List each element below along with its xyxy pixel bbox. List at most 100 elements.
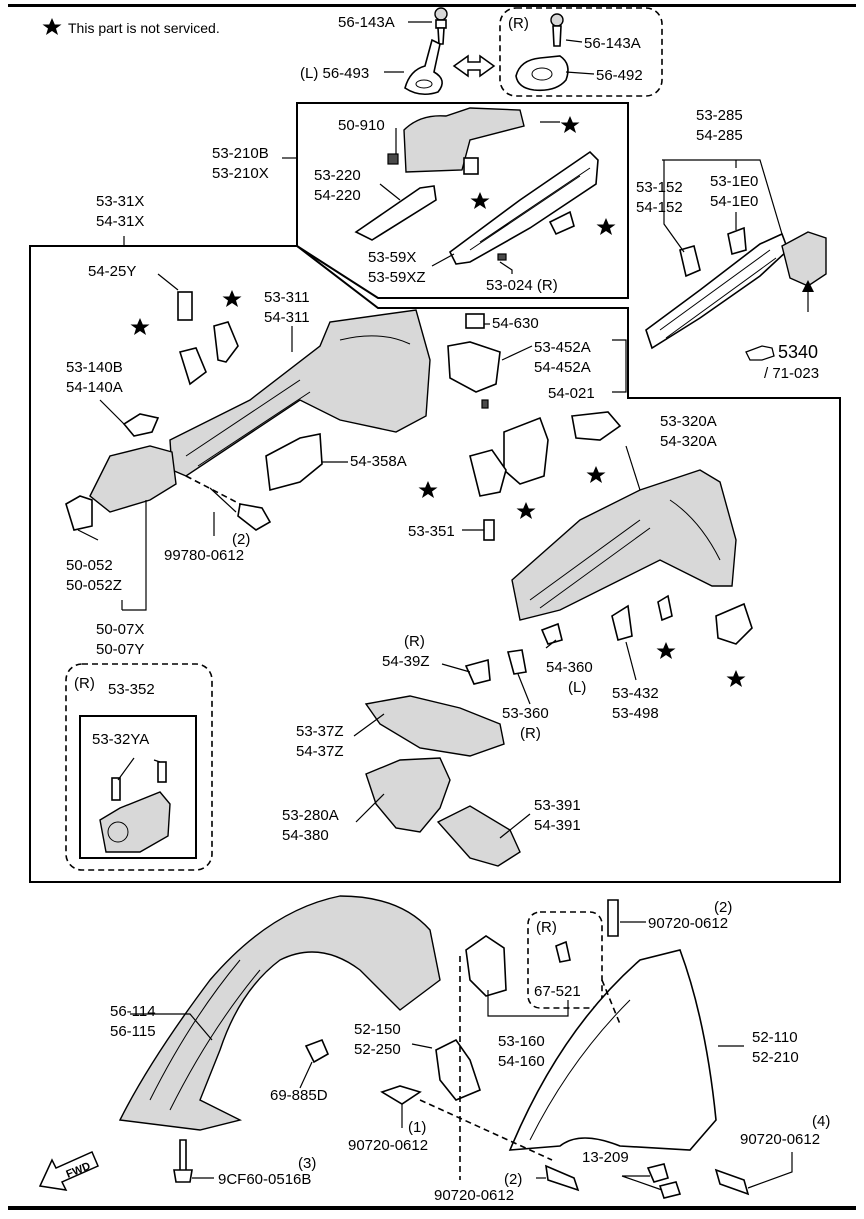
label-qty-2: (2) [232, 531, 250, 548]
bracket-53-220 [354, 185, 437, 241]
star-icon [560, 116, 580, 133]
label-52-210: 52-210 [752, 1049, 799, 1066]
bracket-53-432 [611, 604, 633, 641]
label-53-360: 53-360 [502, 705, 549, 722]
label-71-023: / 71-023 [764, 365, 819, 382]
fender-52-110-detail [529, 999, 631, 1141]
label-54-39Z: 54-39Z [382, 653, 430, 670]
label-53-220: 53-220 [314, 167, 361, 184]
label-53-59XZ: 53-59XZ [368, 269, 426, 286]
label-left-side: (L) [568, 679, 586, 696]
star-icon [418, 481, 438, 498]
main-assembly-frame [29, 245, 841, 883]
label-53-452A: 53-452A [534, 339, 591, 356]
right-side-box-bracket [527, 911, 603, 1009]
label-90720-0612-a: 90720-0612 [648, 915, 728, 932]
label-50-052Z: 50-052Z [66, 577, 122, 594]
bracket-56-492-hole [531, 67, 553, 81]
star-icon [596, 218, 616, 235]
bracket-53-452A [447, 341, 501, 393]
label-53-285: 53-285 [696, 107, 743, 124]
liner-56-114 [118, 895, 441, 1131]
label-53-024: 53-024 (R) [486, 277, 558, 294]
label-54-25Y: 54-25Y [88, 263, 136, 280]
radar-inner-frame [79, 715, 197, 859]
bracket-star-g [715, 602, 753, 645]
bracket-56-493-hole [415, 79, 433, 89]
label-53-31X: 53-31X [96, 193, 144, 210]
label-53-59X: 53-59X [368, 249, 416, 266]
label-54-630: 54-630 [492, 315, 539, 332]
label-90720-0612-b: 90720-0612 [348, 1137, 428, 1154]
right-side-box-top [499, 7, 663, 97]
unit-53-32YA [99, 791, 171, 853]
rail-53-59X [448, 150, 599, 265]
bracket-53-140B [122, 413, 160, 437]
label-54-311: 54-311 [264, 309, 310, 326]
apron-53-320A-detail [529, 499, 721, 609]
bracket-56-493 [404, 38, 443, 96]
bottom-rule [8, 1206, 856, 1210]
bracket-5340 [781, 231, 827, 287]
bracket-54-360 [540, 622, 563, 645]
label-53-311: 53-311 [264, 289, 310, 306]
bracket-56-492 [515, 55, 569, 92]
label-50-07X: 50-07X [96, 621, 144, 638]
star-icon [222, 290, 242, 307]
bolt-90720-0612-c [545, 1164, 580, 1192]
pin-54-021 [481, 399, 489, 409]
label-53-1E0: 53-1E0 [710, 173, 758, 190]
screw-9CF60-0516B [173, 1139, 193, 1183]
star-icon [726, 670, 746, 687]
star-icon [656, 642, 676, 659]
label-53-210X: 53-210X [212, 165, 269, 182]
label-54-358A: 54-358A [350, 453, 407, 470]
legend: This part is not serviced. [42, 18, 220, 36]
label-53-320A: 53-320A [660, 413, 717, 430]
label-56-114: 56-114 [110, 1003, 156, 1020]
unit-53-32YA-detail [107, 821, 129, 843]
label-53-391: 53-391 [534, 797, 581, 814]
label-54-320A: 54-320A [660, 433, 717, 450]
panel-53-391 [436, 805, 521, 867]
label-53-140B: 53-140B [66, 359, 123, 376]
plate-50-052 [65, 495, 93, 531]
star-icon [470, 192, 490, 209]
bracket-star-b [178, 347, 207, 386]
label-qty-2-c: (2) [504, 1171, 522, 1188]
bracket-star-a [213, 321, 239, 363]
star-icon [586, 466, 606, 483]
fender-52-110 [508, 949, 717, 1151]
label-qty-1: (1) [408, 1119, 426, 1136]
apron-53-320A [511, 469, 737, 621]
label-54-452A: 54-452A [534, 359, 591, 376]
crush-box-50-07X [89, 445, 177, 513]
top-rule [8, 4, 856, 7]
label-54-021: 54-021 [548, 385, 595, 402]
pointing-hand-icon [745, 345, 775, 361]
rail-53-285-detail [659, 249, 777, 339]
strut-tower-50-910 [403, 107, 525, 173]
star-icon [516, 502, 536, 519]
clip-69-885D [304, 1038, 330, 1064]
clip-56-143A-right [550, 13, 564, 47]
label-54-380: 54-380 [282, 827, 329, 844]
bracket-upper-star [463, 157, 479, 175]
bracket-53-160 [465, 935, 507, 997]
label-69-885D: 69-885D [270, 1087, 328, 1104]
arrow-5340-head [802, 280, 814, 292]
bracket-star-f [657, 594, 673, 622]
nut-50-910 [387, 153, 399, 165]
label-9CF60-0516B: 9CF60-0516B [218, 1171, 311, 1188]
star-icon [42, 18, 62, 35]
label-52-110: 52-110 [752, 1029, 798, 1046]
label-qty-3: (3) [298, 1155, 316, 1172]
bracket-upper-right-star [548, 210, 575, 236]
label-53-37Z: 53-37Z [296, 723, 344, 740]
bracket-star-e [469, 449, 507, 497]
label-50-052: 50-052 [66, 557, 113, 574]
label-5340: 5340 [778, 342, 818, 362]
legend-note: This part is not serviced. [68, 20, 220, 36]
label-right-side-39: (R) [404, 633, 425, 650]
